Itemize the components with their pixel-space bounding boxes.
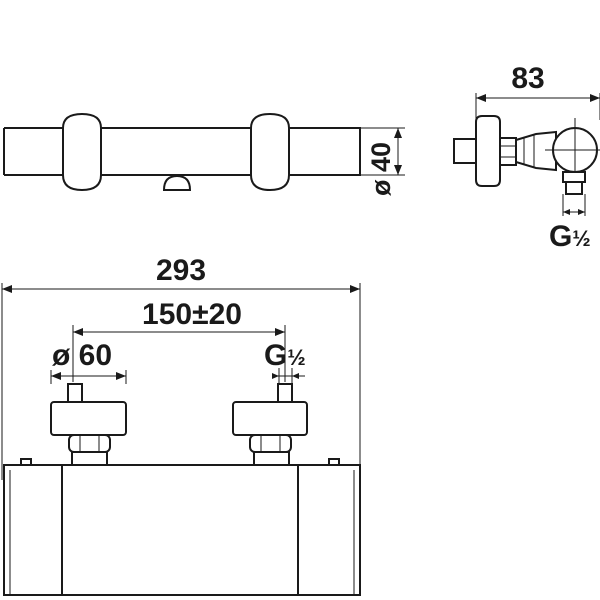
dim-83-label: 83 (511, 62, 544, 95)
dim-293-arrow-left (2, 285, 12, 293)
dim-293-arrow-right (350, 285, 360, 293)
dim-150-label: 150±20 (142, 298, 242, 331)
top-view-bar (4, 127, 361, 176)
dim-150-arrow-right (275, 328, 285, 336)
top-view: ø 40 (3, 112, 405, 196)
front-right-inlet-pin (277, 383, 293, 403)
dim-d60-arrow-left (51, 372, 61, 380)
front-main-bar (3, 464, 361, 596)
front-left-collar (71, 451, 108, 466)
dim-g-front-arrow-right (292, 373, 299, 379)
side-view-flange (475, 115, 501, 187)
dim-g-front-label: G½ (264, 339, 306, 372)
top-view-left-handle (62, 112, 102, 192)
dim-293-label: 293 (156, 254, 206, 287)
front-right-handle (232, 401, 308, 436)
side-view-arm (515, 130, 557, 172)
front-left-nut (68, 434, 111, 453)
front-left-handle (50, 401, 127, 436)
dim-150-arrow-left (73, 328, 83, 336)
side-view-outlet (565, 181, 583, 195)
side-view-outlet-nut (562, 171, 586, 183)
dim-g-side-arrow-left (563, 209, 570, 215)
side-view-nut (499, 137, 517, 166)
top-view-outlet (162, 174, 192, 191)
dim-83-arrow-left (476, 94, 486, 102)
dim-d60-label: ø 60 (52, 339, 112, 372)
front-view: 293 150±20 ø 60 G½ (1, 254, 361, 596)
dim-d60-arrow-right (116, 372, 126, 380)
dim-g-side-arrow-right (578, 209, 585, 215)
front-left-indicator (20, 458, 32, 466)
side-view: 83 G½ (453, 62, 600, 253)
front-right-nut (249, 434, 292, 453)
dim-g-side-label: G½ (549, 220, 591, 253)
front-right-indicator (328, 458, 340, 466)
dim-d40-arrow-top (394, 128, 402, 138)
dim-d40-label: ø 40 (366, 142, 396, 196)
front-left-inlet-pin (67, 383, 83, 403)
dim-g-front-arrow-left (272, 373, 279, 379)
side-view-inlet (453, 138, 477, 164)
dim-83-arrow-right (590, 94, 600, 102)
top-view-right-handle (250, 112, 290, 192)
dim-d40-arrow-bottom (394, 165, 402, 175)
front-right-collar (253, 451, 290, 466)
